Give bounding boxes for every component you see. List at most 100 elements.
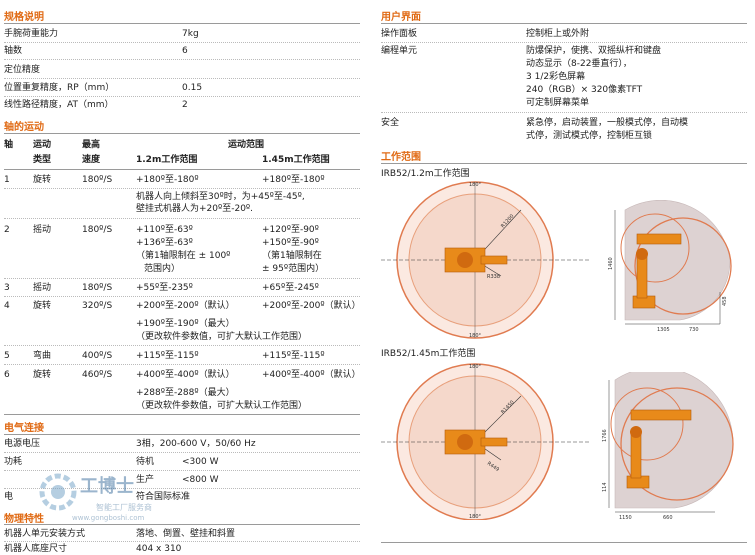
axis-range: ± 95º范围内） (262, 264, 325, 274)
axis-type: 旋转 (33, 370, 52, 380)
spec-label: 轴数 (4, 46, 23, 56)
workrange-side-view-1: 1460 458 1305 730 (608, 200, 732, 333)
axis-header: 轴 (4, 140, 14, 150)
axis-speed: 180º/S (82, 225, 113, 235)
axis-range: +136º至-63º (136, 238, 193, 248)
ui-label: 操作面板 (381, 29, 418, 39)
work-caption-2: IRB52/1.45m工作范围 (381, 349, 476, 359)
axis-range: （更改软件参数值，可扩大默认工作范围） (136, 332, 308, 342)
electric-sub: 生产 (136, 475, 155, 485)
dimension-label: 1460 (608, 257, 614, 270)
physical-title: 物理特性 (4, 514, 44, 525)
axis-range: +180º至-180º (262, 175, 325, 185)
spec-label: 定位精度 (4, 65, 41, 75)
axis-header: 类型 (33, 155, 52, 165)
axis-range: +400º至-400º（默认） (136, 370, 235, 380)
workrange-top-view-1: 180° 180° R1200 R338 (381, 181, 589, 339)
axis-range: +200º至-200º（默认） (136, 301, 235, 311)
axis-speed: 460º/S (82, 370, 113, 380)
spec-value: 0.15 (182, 83, 203, 93)
physical-value: 404 x 310 (136, 544, 182, 554)
axis-header: 最高 (82, 140, 101, 150)
electric-value: <300 W (182, 457, 219, 467)
workrange-side-view-2: 1766 114 1150 660 (602, 372, 734, 520)
watermark-sub: 智能工厂服务商 (96, 502, 152, 512)
electric-label: 电源电压 (4, 439, 41, 449)
axis-header: 1.45m工作范围 (262, 155, 330, 165)
dimension-label: 660 (663, 515, 673, 520)
axis-range: +65º至-245º (262, 283, 319, 293)
axis-header: 1.2m工作范围 (136, 155, 198, 165)
axis-speed: 180º/S (82, 283, 113, 293)
spec-value: 6 (182, 46, 188, 56)
watermark-logo: 工博士 智能工厂服务商 www.gongboshi.com (36, 462, 196, 522)
ui-line: 240（RGB）× 320像素TFT (526, 85, 643, 95)
axis-range: +115º至-115º (136, 351, 199, 361)
axis-range: （第1轴限制在 (262, 251, 322, 261)
ui-label: 安全 (381, 118, 400, 128)
dimension-label: 1305 (657, 327, 670, 333)
axis-type: 摇动 (33, 225, 52, 235)
ui-line: 紧急停，启动装置，一般模式停，自动模 (526, 118, 689, 128)
axis-range: +288º至-288º（最大） (136, 388, 235, 398)
ui-line: 防爆保护，使携、双摇纵杆和键盘 (526, 46, 662, 56)
axis-header: 运动 (33, 140, 52, 150)
electric-label: 电 (4, 492, 14, 502)
dimension-label: 1766 (602, 429, 608, 442)
ui-line: 动态显示（8-22垂直行）， (526, 59, 632, 69)
axis-range: +120º至-90º (262, 225, 319, 235)
ui-label: 编程单元 (381, 46, 418, 56)
work-caption-1: IRB52/1.2m工作范围 (381, 169, 470, 179)
axis-n: 2 (4, 225, 10, 235)
axis-note: 机器人向上倾斜至30º时，为+45º至-45º, (136, 192, 305, 202)
axis-speed: 400º/S (82, 351, 113, 361)
axis-range: +150º至-90º (262, 238, 319, 248)
axis-speed: 180º/S (82, 175, 113, 185)
ui-line: 式停，测试模式停，控制柜互锁 (526, 131, 653, 141)
electric-value: 符合国际标准 (136, 492, 191, 502)
axis-speed: 320º/S (82, 301, 113, 311)
watermark-text: 工博士 (80, 475, 134, 497)
workrange-top-view-2: 180° 180° R1450 R449 (381, 363, 589, 520)
angle-label: 180° (469, 514, 482, 520)
watermark-gear-icon: 工博士 智能工厂服务商 www.gongboshi.com (39, 473, 152, 522)
axis-type: 旋转 (33, 301, 52, 311)
axis-range: +110º至-63º (136, 225, 193, 235)
dimension-label: 458 (722, 296, 728, 306)
dimension-label: 114 (602, 482, 608, 492)
electric-value: <800 W (182, 475, 219, 485)
axis-title: 轴的运动 (4, 122, 44, 133)
spec-value: 2 (182, 100, 188, 110)
dimension-label: 1150 (619, 515, 632, 520)
ui-line: 3 1/2彩色屏幕 (526, 72, 586, 82)
electric-sub: 待机 (136, 457, 155, 467)
axis-range: +200º至-200º（默认） (262, 301, 361, 311)
axis-range: +115º至-115º (262, 351, 325, 361)
spec-label: 线性路径精度，AT（mm） (4, 100, 114, 110)
axis-note: 壁挂式机器人为+20º至-20º. (136, 204, 254, 214)
dimension-label: 730 (689, 327, 699, 333)
electric-title: 电气连接 (4, 423, 44, 434)
axis-header: 速度 (82, 155, 101, 165)
axis-range: +180º至-180º (136, 175, 199, 185)
angle-label: 180° (469, 364, 482, 370)
physical-label: 机器人底座尺寸 (4, 544, 68, 554)
axis-n: 4 (4, 301, 10, 311)
axis-type: 旋转 (33, 175, 52, 185)
axis-n: 1 (4, 175, 10, 185)
physical-value: 落地、倒置、壁挂和斜置 (136, 529, 236, 539)
axis-range: +190º至-190º（最大） (136, 319, 235, 329)
spec-value: 7kg (182, 29, 199, 39)
axis-type: 弯曲 (33, 351, 52, 361)
axis-range: （更改软件参数值，可扩大默认工作范围） (136, 401, 308, 411)
electric-value: 3相，200-600 V，50/60 Hz (136, 439, 256, 449)
watermark-url: www.gongboshi.com (72, 514, 144, 522)
axis-range: 范围内） (144, 264, 181, 274)
axis-n: 5 (4, 351, 10, 361)
angle-label: 180° (469, 182, 482, 188)
electric-label: 功耗 (4, 457, 23, 467)
axis-n: 6 (4, 370, 10, 380)
axis-n: 3 (4, 283, 10, 293)
ui-line: 控制柜上或外附 (526, 29, 590, 39)
axis-header: 运动范围 (228, 140, 265, 150)
